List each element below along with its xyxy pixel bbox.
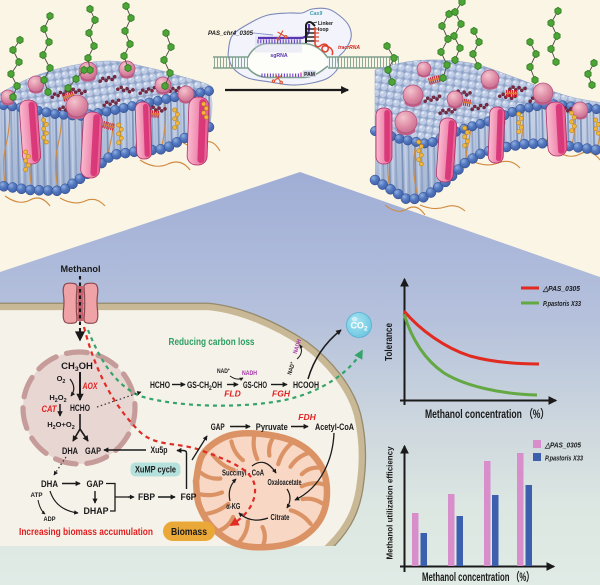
svg-text:Citrate: Citrate [271, 513, 290, 522]
svg-text:FBP: FBP [138, 492, 155, 502]
svg-text:P.pastoris X33: P.pastoris X33 [545, 454, 584, 463]
svg-text:H2O+O2: H2O+O2 [47, 420, 74, 431]
svg-text:HCHO: HCHO [70, 403, 90, 413]
svg-text:Methanol concentration （%）: Methanol concentration （%） [425, 407, 549, 421]
svg-text:GAP: GAP [211, 422, 225, 432]
svg-text:ATP: ATP [31, 493, 43, 499]
svg-text:Linker: Linker [318, 21, 333, 27]
svg-text:FDH: FDH [298, 412, 316, 422]
svg-text:sgRNA: sgRNA [270, 53, 288, 59]
svg-text:Methanol concentration （%）: Methanol concentration （%） [422, 570, 534, 584]
svg-text:GS-CH2OH: GS-CH2OH [187, 380, 222, 392]
svg-text:P.pastoris X33: P.pastoris X33 [543, 299, 582, 308]
svg-text:NADH: NADH [293, 339, 303, 355]
svg-text:Oxaloacetate: Oxaloacetate [268, 478, 302, 487]
svg-text:GAP: GAP [87, 479, 104, 489]
svg-text:XuMP cycle: XuMP cycle [135, 465, 176, 475]
svg-text:NAD+: NAD+ [285, 361, 297, 376]
svg-text:H2O2: H2O2 [49, 393, 66, 404]
svg-text:HCHO: HCHO [150, 380, 170, 390]
svg-text:DHA: DHA [41, 479, 58, 489]
svg-text:PAS_chr4_0305: PAS_chr4_0305 [208, 31, 254, 37]
svg-text:FGH: FGH [272, 389, 291, 399]
svg-text:△PAS_0305: △PAS_0305 [544, 441, 582, 450]
svg-text:F6P: F6P [181, 492, 197, 502]
svg-text:CAT: CAT [42, 404, 58, 415]
svg-text:△PAS_0305: △PAS_0305 [542, 284, 581, 293]
svg-text:CO2: CO2 [350, 321, 368, 333]
svg-text:Biomass: Biomass [171, 527, 207, 538]
svg-text:DHA: DHA [62, 446, 78, 456]
svg-text:α-KG: α-KG [226, 502, 240, 511]
svg-text:Xu5p: Xu5p [151, 445, 168, 455]
svg-text:Acetyl-CoA: Acetyl-CoA [315, 422, 354, 432]
svg-text:PAM: PAM [304, 72, 315, 78]
svg-text:Pyruvate: Pyruvate [256, 422, 288, 432]
svg-text:FLD: FLD [224, 389, 241, 399]
svg-text:Reducing carbon loss: Reducing carbon loss [169, 336, 255, 348]
svg-text:HCOOH: HCOOH [293, 380, 319, 390]
svg-text:O2: O2 [57, 374, 66, 385]
svg-text:GAP: GAP [85, 446, 101, 456]
svg-text:DHAP: DHAP [84, 506, 109, 516]
svg-text:Methanol utilization efficienc: Methanol utilization efficiency [385, 446, 395, 559]
svg-text:Cas9: Cas9 [310, 11, 323, 17]
svg-text:ADP: ADP [44, 517, 56, 523]
svg-text:AOX: AOX [82, 381, 98, 392]
svg-text:Succinyl - CoA: Succinyl - CoA [222, 469, 264, 478]
svg-text:GS-CHO: GS-CHO [243, 380, 267, 390]
svg-text:Methanol: Methanol [61, 264, 101, 275]
svg-text:Increasing biomass accumulatio: Increasing biomass accumulation [19, 527, 153, 538]
svg-text:NADH: NADH [242, 371, 257, 377]
svg-text:tracrRNA: tracrRNA [338, 45, 360, 51]
svg-text:loop: loop [318, 27, 329, 33]
svg-text:CH3OH: CH3OH [61, 361, 93, 373]
svg-text:NAD+: NAD+ [217, 367, 230, 375]
svg-text:Tolerance: Tolerance [384, 323, 395, 361]
